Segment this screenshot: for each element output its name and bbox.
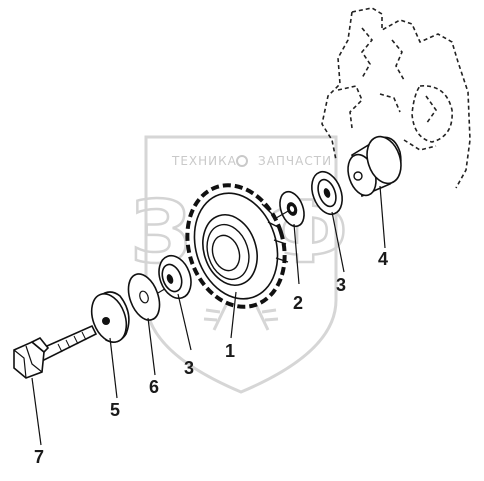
thin-washer-part bbox=[127, 273, 161, 321]
watermark-text-right: ЗАПЧАСТИ bbox=[258, 154, 332, 168]
engine-housing bbox=[321, 7, 471, 189]
bearing-part-left bbox=[158, 254, 192, 300]
callout-4: 4 bbox=[378, 249, 388, 269]
watermark-text-left: ТЕХНИКА bbox=[171, 154, 237, 168]
callout-6: 6 bbox=[149, 377, 159, 397]
watermark-wheat-icon bbox=[203, 304, 279, 331]
flange-washer-part bbox=[90, 291, 130, 343]
callout-7: 7 bbox=[34, 447, 44, 467]
gear-part bbox=[185, 183, 289, 309]
callout-3-right: 3 bbox=[336, 275, 346, 295]
callout-labels: 1 2 3 3 4 5 6 7 bbox=[34, 249, 388, 467]
watermark-gear-icon bbox=[236, 155, 248, 167]
small-washer-part bbox=[279, 190, 305, 228]
leader-lines bbox=[31, 185, 386, 446]
callout-1: 1 bbox=[225, 341, 235, 361]
bearing-part-right bbox=[311, 170, 343, 216]
bolt-part bbox=[13, 324, 98, 379]
hub-part bbox=[347, 135, 402, 198]
callout-5: 5 bbox=[110, 400, 120, 420]
watermark-shield-icon bbox=[144, 135, 338, 394]
callout-2: 2 bbox=[293, 293, 303, 313]
callout-3-left: 3 bbox=[184, 358, 194, 378]
